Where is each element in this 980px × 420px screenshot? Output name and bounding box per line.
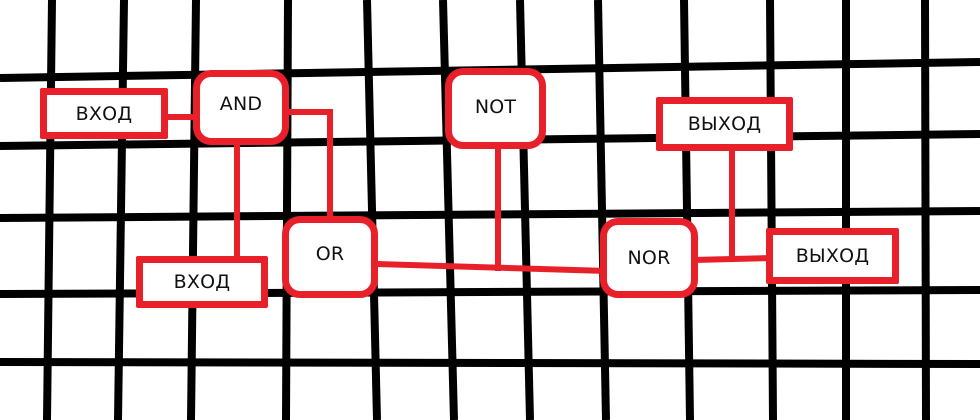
- output-node-1-label: ВЫХОД: [687, 113, 762, 135]
- and-gate: AND: [193, 70, 289, 145]
- not-gate-label: NOT: [474, 95, 517, 118]
- grid-line-v: [594, 0, 610, 420]
- grid-line-h: [0, 358, 980, 368]
- or-gate: OR: [282, 216, 378, 298]
- grid-line-h: [0, 207, 980, 222]
- output-node-1: ВЫХОД: [656, 97, 793, 151]
- not-gate: NOT: [445, 68, 546, 149]
- grid-line-v: [766, 0, 777, 420]
- grid-line-v: [921, 0, 930, 420]
- input-node-1: ВХОД: [40, 88, 168, 139]
- grid-line-v: [187, 0, 200, 420]
- grid-line-v: [114, 0, 128, 420]
- grid-line-v: [363, 0, 381, 420]
- input-node-1-label: ВХОД: [75, 102, 133, 125]
- grid-line-v: [439, 0, 458, 420]
- output-node-2-label: ВЫХОД: [795, 245, 870, 267]
- grid-line-v: [516, 0, 534, 420]
- input-node-2: ВХОД: [136, 256, 268, 308]
- grid-line-v: [43, 0, 56, 420]
- nor-gate-label: NOR: [627, 247, 671, 269]
- grid-line-v: [680, 0, 694, 420]
- input-node-2-label: ВХОД: [173, 271, 231, 293]
- or-gate-label: OR: [315, 243, 345, 265]
- wire-or-nor: [372, 260, 612, 275]
- grid-line-v: [282, 0, 292, 420]
- nor-gate: NOR: [600, 218, 698, 298]
- connection-wires: [165, 109, 776, 275]
- output-node-2: ВЫХОД: [766, 228, 899, 284]
- and-gate-label: AND: [219, 92, 263, 115]
